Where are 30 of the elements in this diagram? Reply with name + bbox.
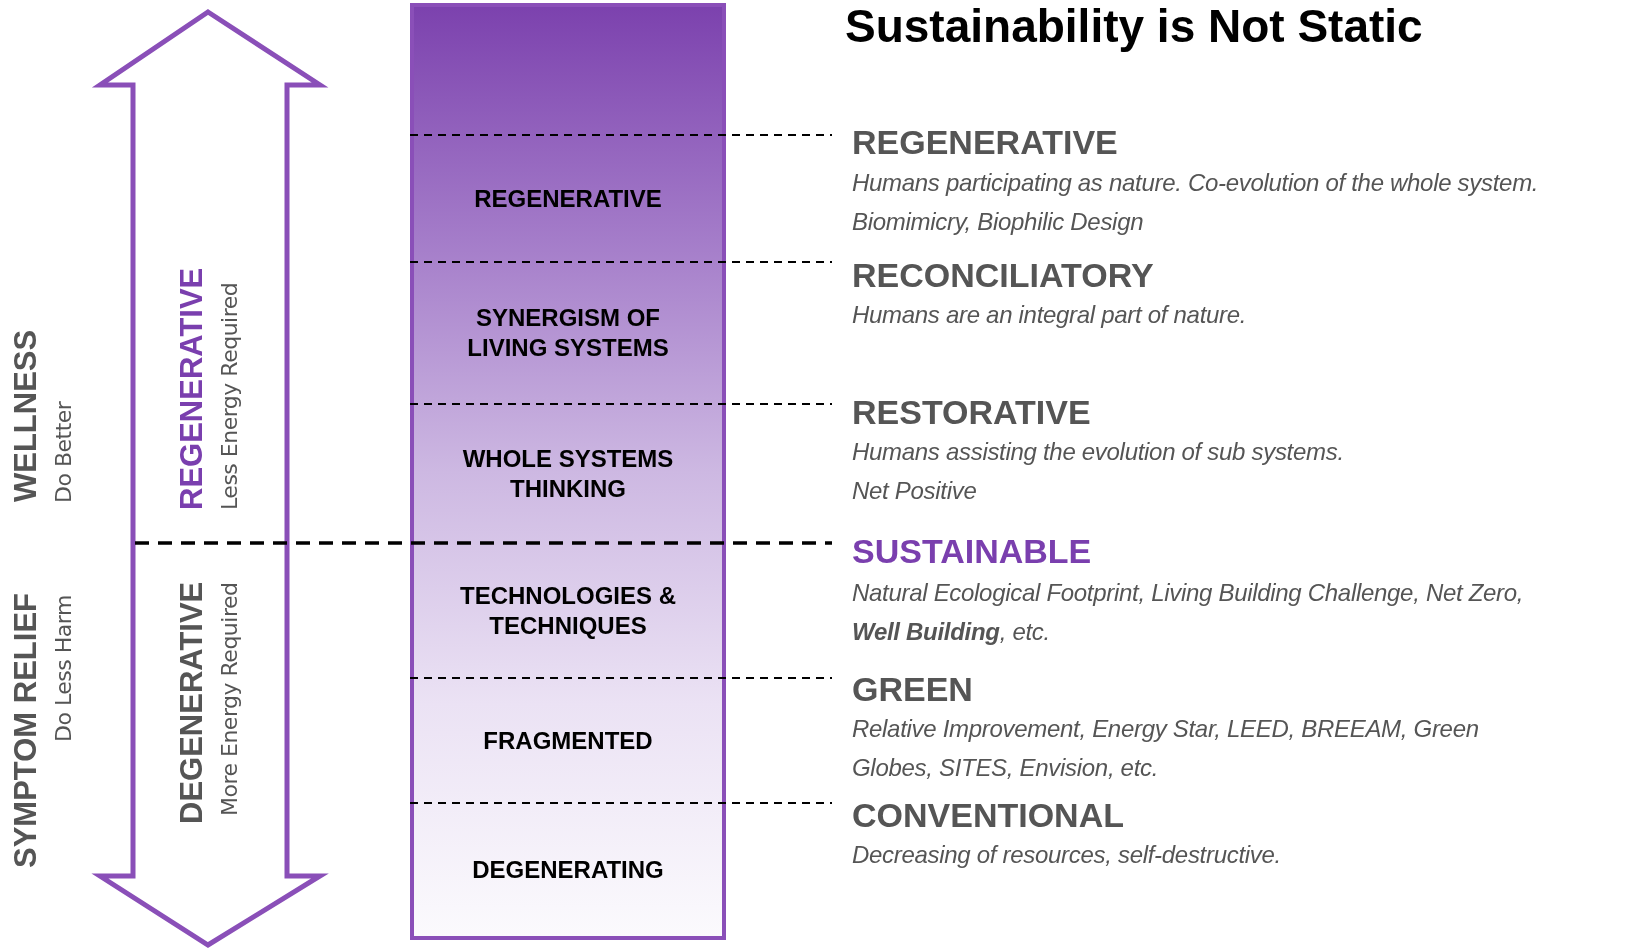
stage-description: Decreasing of resources, self-destructive. (852, 840, 1281, 870)
vertical-label: DEGENERATIVE (174, 581, 210, 824)
stage-label: SYNERGISM OF LIVING SYSTEMS (466, 303, 670, 363)
vertical-label: Less Energy Required (216, 282, 243, 510)
gradient-column (410, 3, 726, 940)
vertical-label: More Energy Required (216, 582, 243, 816)
vertical-label: WELLNESS (8, 329, 44, 502)
vertical-label: Do Less Harm (50, 595, 77, 742)
stage-heading: RECONCILIATORY (852, 255, 1154, 295)
stage-heading: REGENERATIVE (852, 122, 1118, 162)
stage-heading: GREEN (852, 669, 973, 709)
vertical-label: Do Better (50, 401, 77, 503)
stage-description: Natural Ecological Footprint, Living Building Challenge, Net Zero, Well Building, etc. (852, 578, 1525, 647)
stage-heading: CONVENTIONAL (852, 795, 1124, 835)
stage-description: Humans participating as nature. Co-evolution of the whole system. (852, 168, 1539, 198)
stage-heading: RESTORATIVE (852, 392, 1091, 432)
stage-label: FRAGMENTED (483, 725, 653, 756)
stage-description: Biomimicry, Biophilic Design (852, 207, 1144, 237)
stage-description: Relative Improvement, Energy Star, LEED, BREEAM, Green Globes, SITES, Envision, etc. (852, 714, 1480, 783)
stage-description: Humans assisting the evolution of sub systems. (852, 437, 1344, 467)
stage-label: TECHNOLOGIES & TECHNIQUES (459, 580, 677, 641)
vertical-label: SYMPTOM RELIEF (8, 593, 44, 868)
title: Sustainability is Not Static (845, 0, 1423, 52)
stage-label: DEGENERATING (472, 854, 664, 885)
stage-label: REGENERATIVE (474, 183, 662, 214)
vertical-label: REGENERATIVE (174, 267, 210, 510)
stage-description: Net Positive (852, 476, 977, 506)
stage-label: WHOLE SYSTEMS THINKING (461, 443, 675, 504)
stage-heading: SUSTAINABLE (852, 531, 1092, 571)
stage-description: Humans are an integral part of nature. (852, 300, 1247, 330)
